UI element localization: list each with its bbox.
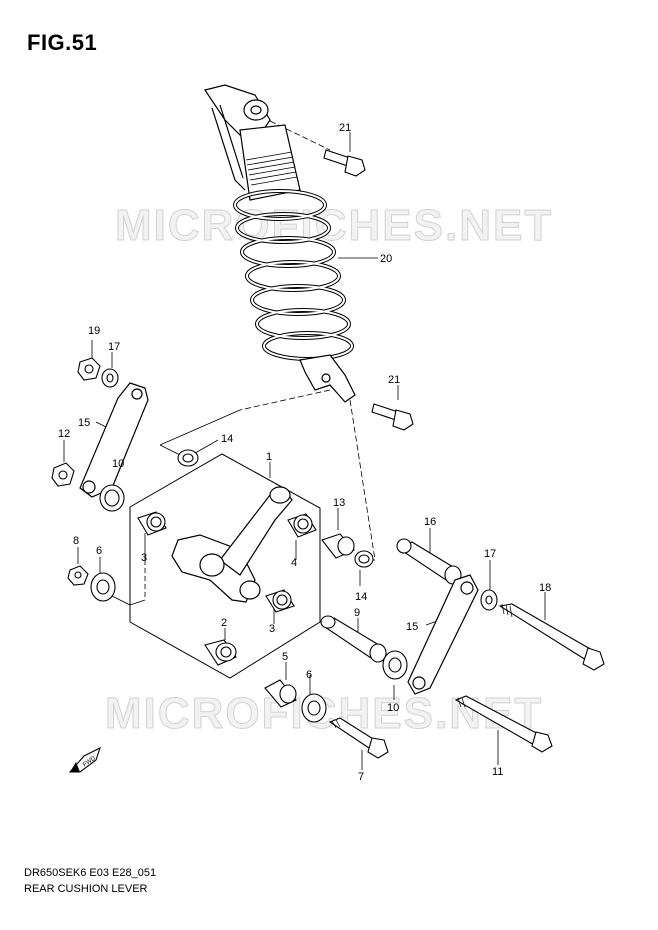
callout-17-left: 17 bbox=[108, 341, 120, 353]
leader-lines bbox=[63, 120, 546, 770]
bolt-21-top bbox=[323, 149, 366, 177]
callout-6-left: 6 bbox=[96, 545, 102, 557]
callout-15-right: 15 bbox=[406, 621, 418, 633]
bushing-3-lower bbox=[265, 589, 295, 613]
washer-14-right bbox=[354, 550, 374, 568]
washer-17-right bbox=[480, 589, 498, 611]
callout-6-right: 6 bbox=[306, 669, 312, 681]
assembly-boundary bbox=[129, 453, 321, 679]
rear-shock-absorber bbox=[204, 84, 356, 403]
spacer-13 bbox=[321, 533, 355, 559]
callout-10-left: 10 bbox=[112, 458, 124, 470]
watermark-top: MICROFICHES.NET bbox=[115, 201, 553, 250]
callout-19: 19 bbox=[88, 325, 100, 337]
callout-18: 18 bbox=[539, 582, 551, 594]
callout-16: 16 bbox=[424, 516, 436, 528]
bushing-3-upper bbox=[137, 511, 167, 536]
bushing-10-right bbox=[382, 650, 408, 680]
spacer-9 bbox=[320, 615, 387, 663]
callout-8: 8 bbox=[73, 535, 79, 547]
callout-21-top: 21 bbox=[339, 122, 351, 134]
washer-6-right bbox=[301, 693, 327, 723]
callout-2: 2 bbox=[221, 617, 227, 629]
callout-13: 13 bbox=[333, 497, 345, 509]
washer-6-left bbox=[90, 572, 116, 602]
callout-labels: 21 20 21 19 17 15 12 10 14 1 8 6 3 4 3 2… bbox=[58, 122, 551, 783]
callout-7: 7 bbox=[358, 771, 364, 783]
callout-3-upper: 3 bbox=[141, 552, 147, 564]
callout-14-right: 14 bbox=[355, 591, 367, 603]
callout-4: 4 bbox=[291, 557, 297, 569]
callout-9: 9 bbox=[354, 607, 360, 619]
callout-14-left: 14 bbox=[221, 433, 233, 445]
washer-17-left bbox=[101, 368, 119, 388]
callout-10-right: 10 bbox=[387, 702, 399, 714]
nut-19 bbox=[77, 357, 101, 381]
bolt-11 bbox=[454, 695, 553, 753]
bushing-10-left bbox=[99, 484, 125, 512]
fwd-arrow-icon: FWD bbox=[68, 746, 101, 773]
callout-20: 20 bbox=[380, 253, 392, 265]
figure-title: FIG.51 bbox=[27, 30, 98, 55]
spacer-5 bbox=[264, 679, 297, 708]
callout-3-lower: 3 bbox=[269, 623, 275, 635]
bolt-21-bottom bbox=[371, 403, 414, 431]
cushion-rod-15-right bbox=[407, 574, 479, 695]
callout-5: 5 bbox=[282, 651, 288, 663]
bushing-2 bbox=[204, 639, 237, 666]
diagram-title: REAR CUSHION LEVER bbox=[24, 883, 148, 895]
spacer-16 bbox=[396, 538, 462, 585]
callout-1: 1 bbox=[266, 451, 272, 463]
cushion-rod-15-left bbox=[79, 382, 149, 498]
callout-11: 11 bbox=[492, 766, 503, 778]
nut-12 bbox=[51, 462, 75, 487]
washer-14-left bbox=[177, 449, 199, 467]
callout-17-right: 17 bbox=[484, 548, 496, 560]
diagram-code: DR650SEK6 E03 E28_051 bbox=[24, 867, 157, 879]
callout-12: 12 bbox=[58, 428, 70, 440]
callout-15-left: 15 bbox=[78, 417, 90, 429]
bolt-18 bbox=[498, 603, 605, 671]
nut-8 bbox=[67, 565, 89, 586]
callout-21-bottom: 21 bbox=[388, 374, 400, 386]
bolt-7 bbox=[328, 717, 389, 759]
cushion-lever-1 bbox=[171, 486, 293, 603]
bushing-4 bbox=[287, 513, 317, 538]
